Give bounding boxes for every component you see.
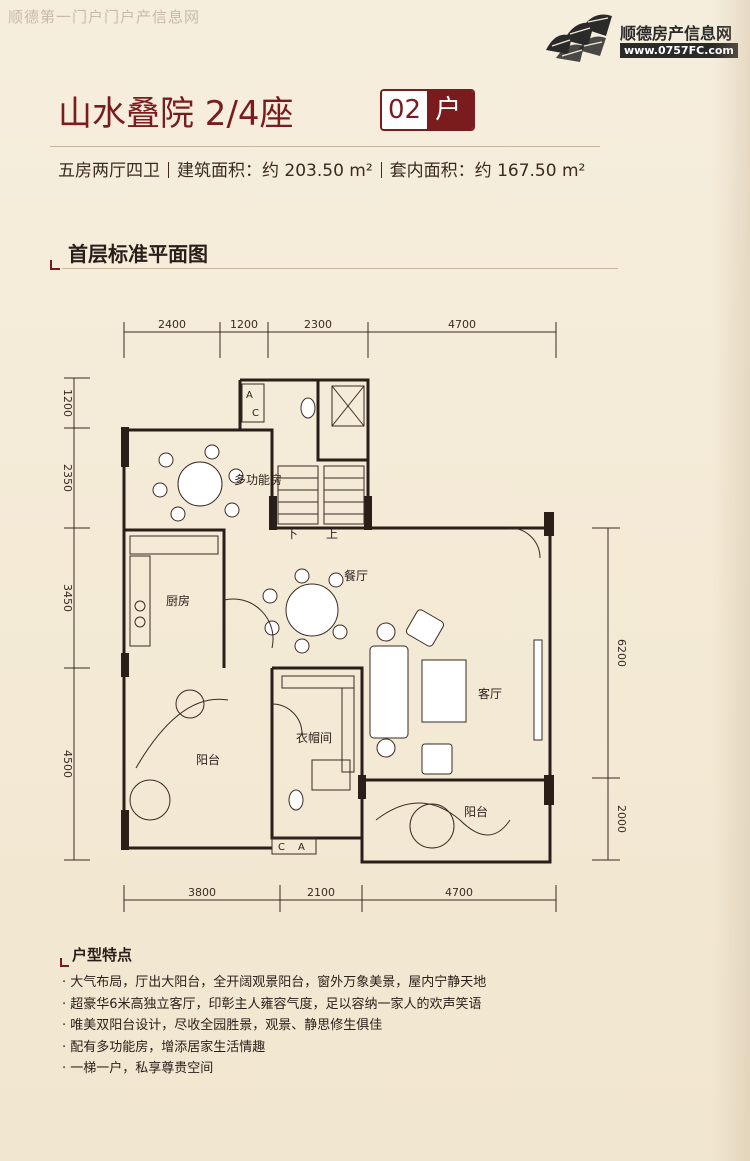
dim-left-3: 3450 [61, 584, 74, 612]
logo-site-name: 顺德房产信息网 [620, 24, 733, 43]
dim-right-1: 6200 [615, 639, 628, 667]
stair-up-label: 上 [326, 527, 338, 541]
feature-item: 配有多功能房，增添居家生活情趣 [62, 1037, 486, 1059]
dim-top-1: 2400 [158, 318, 186, 331]
feature-item: 唯美双阳台设计，尽收全园胜景，观景、静思修生俱佳 [62, 1015, 486, 1037]
section-title: 首层标准平面图 [68, 242, 208, 266]
room-layout: 五房两厅四卫 [58, 161, 160, 181]
room-living: 客厅 [478, 686, 502, 701]
room-balcony-right: 阳台 [464, 804, 488, 819]
divider [62, 268, 618, 269]
watermark-text: 顺德第一门户门户产信息网 [8, 8, 201, 26]
badge-number: 02 [382, 91, 428, 129]
dim-top-3: 2300 [304, 318, 332, 331]
logo-url[interactable]: www.0757FC.com [620, 43, 738, 58]
features-list: 大气布局，厅出大阳台，全开阔观景阳台，窗外万象美景，屋内宁静天地 超豪华6米高独… [62, 972, 486, 1080]
features-corner-mark [60, 958, 69, 967]
unit-summary: 五房两厅四卫建筑面积：约 203.50 m² 套内面积：约 167.50 m² [58, 156, 585, 181]
room-kitchen: 厨房 [166, 593, 190, 608]
dim-left-2: 2350 [61, 464, 74, 492]
separator [168, 162, 169, 178]
dim-right-2: 2000 [615, 805, 628, 833]
stair-down-label: 下 [286, 527, 298, 541]
ac-label: A [298, 842, 305, 853]
gross-area: 建筑面积：约 203.50 m² [177, 161, 373, 181]
badge-label: 户型 [427, 91, 474, 129]
room-walkin-closet: 衣帽间 [296, 730, 332, 745]
feature-item: 超豪华6米高独立客厅，印彰主人雍容气度，足以容纳一家人的欢声笑语 [62, 994, 486, 1016]
separator [380, 162, 382, 178]
ac-label: C [278, 842, 285, 853]
unit-type-badge: 02 户型 [380, 89, 476, 131]
ac-label: A [246, 390, 253, 401]
feature-item: 大气布局，厅出大阳台，全开阔观景阳台，窗外万象美景，屋内宁静天地 [62, 972, 486, 994]
net-area: 套内面积：约 167.50 m² [389, 161, 586, 181]
floor-plan: 2400 1200 2300 4700 3800 2100 4700 1200 … [61, 318, 628, 912]
room-dining: 餐厅 [344, 568, 368, 583]
dim-top-2: 1200 [230, 318, 258, 331]
dim-left-1: 1200 [61, 389, 74, 417]
tiles-logo-icon [546, 14, 612, 62]
ac-label: C [252, 408, 259, 419]
features-title: 户型特点 [72, 946, 133, 964]
room-balcony-left: 阳台 [196, 752, 220, 767]
dim-bottom-2: 2100 [307, 886, 335, 899]
room-multi-function: 多功能房 [234, 472, 282, 487]
dim-top-4: 4700 [448, 318, 476, 331]
page-title: 山水叠院 2/4座 [58, 94, 294, 134]
section-corner-mark [50, 260, 60, 270]
site-logo[interactable]: 顺德房产信息网 www.0757FC.com [542, 10, 742, 62]
dim-left-4: 4500 [61, 750, 74, 778]
dim-bottom-1: 3800 [188, 886, 216, 899]
divider [50, 146, 600, 147]
feature-item: 一梯一户，私享尊贵空间 [62, 1058, 486, 1080]
dim-bottom-3: 4700 [445, 886, 473, 899]
page-fold-shadow [712, 0, 750, 1161]
